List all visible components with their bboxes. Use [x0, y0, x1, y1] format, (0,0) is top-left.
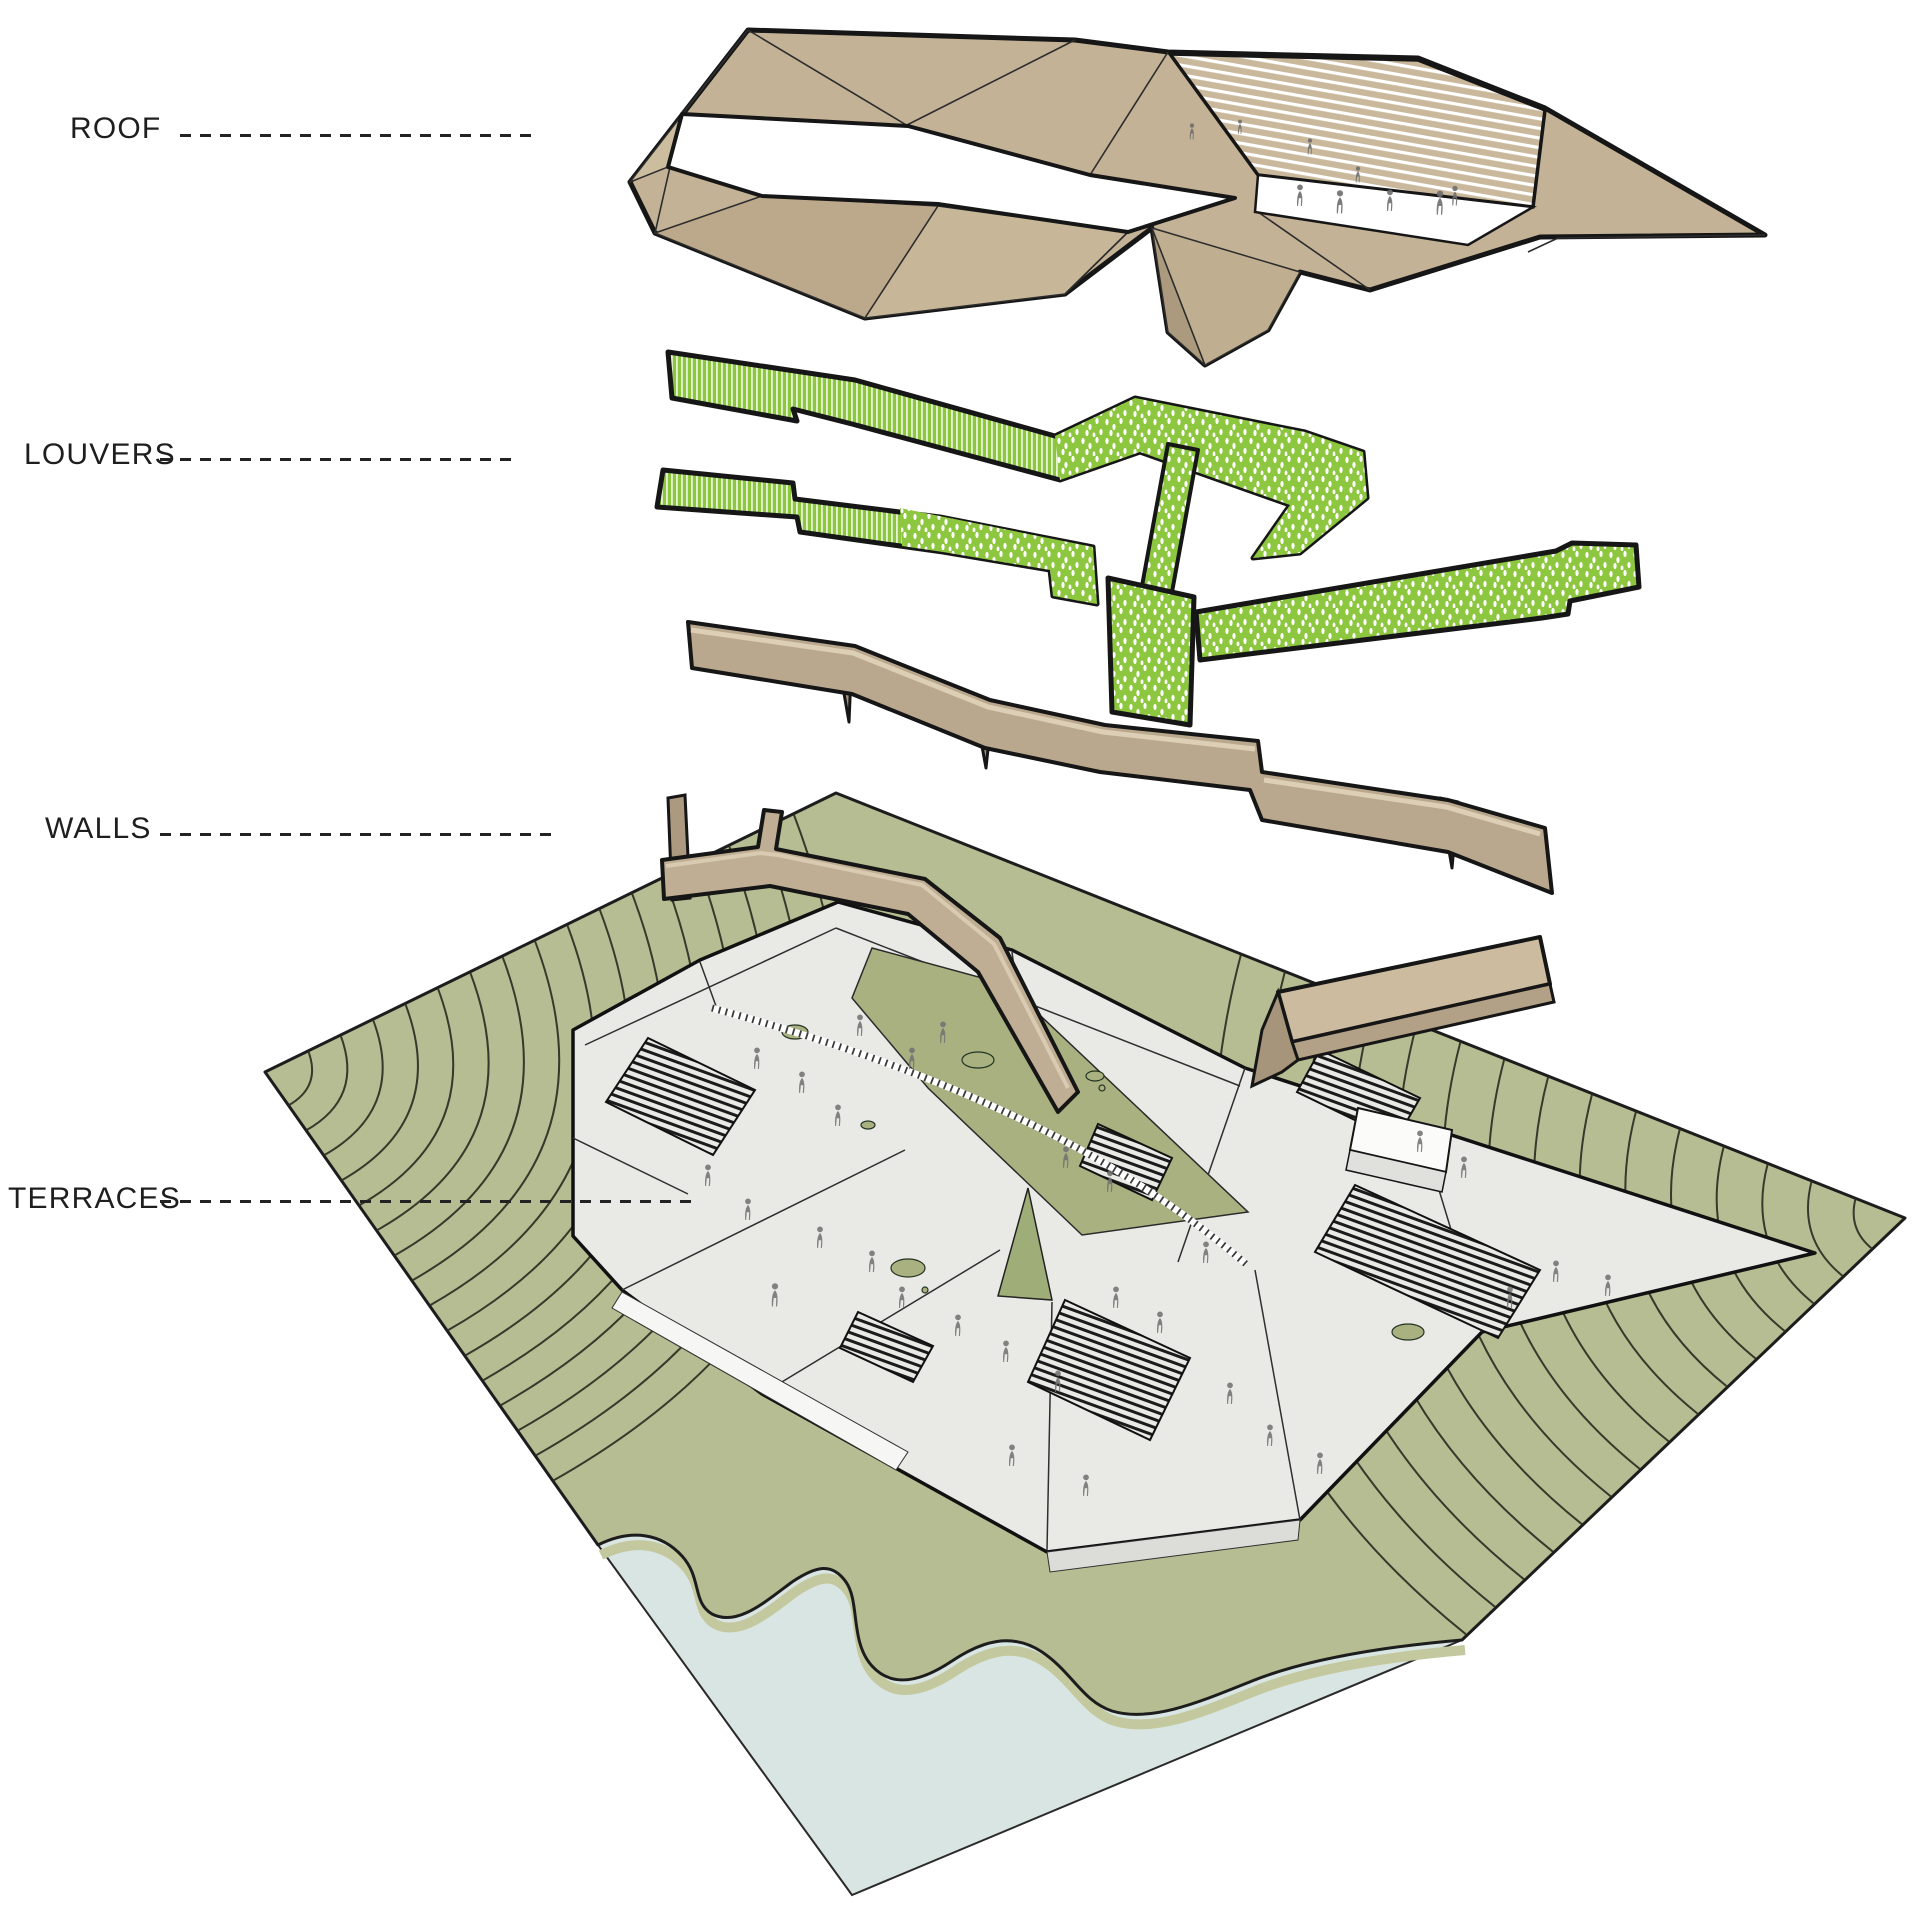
- label-louvers: LOUVERS: [24, 438, 176, 471]
- walls-layer: [686, 620, 1554, 895]
- roof-courtyard-opening: [666, 112, 1237, 234]
- wall-chain-lower: [660, 808, 1080, 1114]
- leader-roof: [180, 134, 540, 137]
- leader-walls: [160, 833, 560, 836]
- roof-skylight-louvers: [1168, 52, 1547, 209]
- louver-connector: [1140, 442, 1200, 594]
- terrace-green-sail: [997, 1187, 1053, 1301]
- louver-band-east: [1193, 540, 1642, 663]
- wall-chain-upper: [686, 620, 1554, 895]
- louver-panel: [1105, 575, 1197, 728]
- leader-terraces: [160, 1200, 700, 1203]
- louvers-layer: [654, 349, 1642, 728]
- walls-on-terrain: [660, 793, 1556, 1114]
- terraces-layer: [263, 791, 1907, 1897]
- label-roof: ROOF: [70, 112, 162, 145]
- label-terraces: TERRACES: [8, 1182, 181, 1215]
- roof-layer: [627, 27, 1768, 368]
- leader-louvers: [160, 458, 520, 461]
- label-walls: WALLS: [45, 812, 152, 845]
